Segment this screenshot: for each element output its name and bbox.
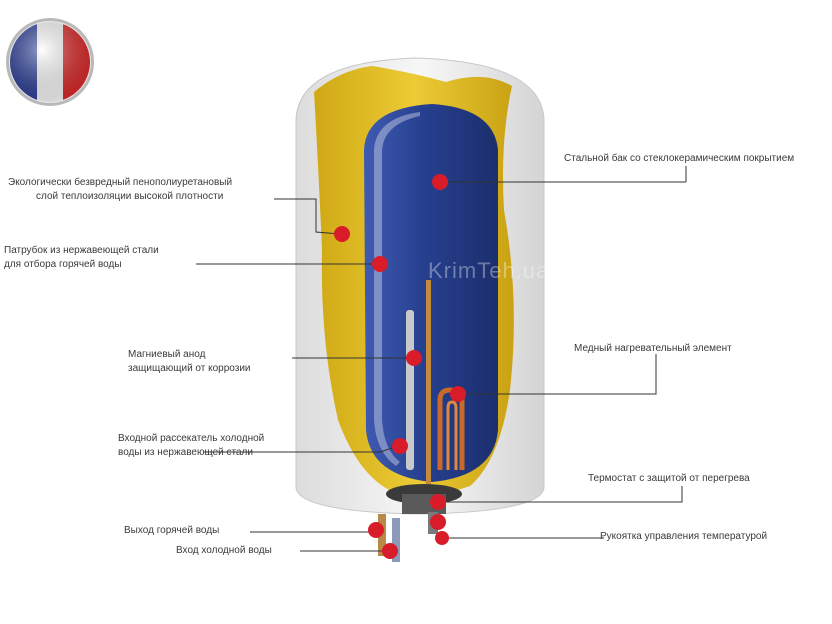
label-knob-line1: Рукоятка управления температурой xyxy=(600,531,768,542)
watermark: KrimTeh.ua xyxy=(428,258,550,283)
marker-knob-2 xyxy=(435,531,449,545)
label-heater: Медный нагревательный элемент xyxy=(574,342,732,356)
label-anode: Магниевый анод защищающий от коррозии xyxy=(128,348,251,376)
marker-heater xyxy=(450,386,466,402)
label-hot-pipe-line1: Патрубок из нержавеющей стали xyxy=(4,245,159,256)
label-foam-line2: слой теплоизоляции высокой плотности xyxy=(36,191,224,202)
label-hot-out: Выход горячей воды xyxy=(124,524,219,538)
label-cold-diffuser-line2: воды из нержавеющей стали xyxy=(118,447,253,458)
label-cold-diffuser-line1: Входной рассекатель холодной xyxy=(118,433,265,444)
hot-water-pipe xyxy=(426,280,431,490)
label-heater-line1: Медный нагревательный элемент xyxy=(574,343,732,354)
heater-body xyxy=(295,57,545,562)
label-thermostat: Термостат с защитой от перегрева xyxy=(588,472,750,486)
label-anode-line1: Магниевый анод xyxy=(128,349,206,360)
label-hot-pipe-line2: для отбора горячей воды xyxy=(4,259,122,270)
label-knob: Рукоятка управления температурой xyxy=(600,530,767,544)
marker-knob xyxy=(430,514,446,530)
label-cold-in-line1: Вход холодной воды xyxy=(176,545,272,556)
magnesium-anode xyxy=(406,310,414,470)
marker-anode xyxy=(406,350,422,366)
marker-foam xyxy=(334,226,350,242)
label-cold-diffuser: Входной рассекатель холодной воды из нер… xyxy=(118,432,264,460)
france-flag-icon xyxy=(6,18,94,106)
label-foam: Экологически безвредный пенополиуретанов… xyxy=(8,176,232,204)
cold-inlet-pipe xyxy=(392,518,400,562)
marker-diffuser xyxy=(392,438,408,454)
marker-tank xyxy=(432,174,448,190)
label-anode-line2: защищающий от коррозии xyxy=(128,363,251,374)
label-tank: Стальной бак со стеклокерамическим покры… xyxy=(564,152,794,166)
label-tank-line1: Стальной бак со стеклокерамическим покры… xyxy=(564,153,795,164)
marker-cold-in xyxy=(382,543,398,559)
label-hot-pipe: Патрубок из нержавеющей стали для отбора… xyxy=(4,244,159,272)
markers xyxy=(334,174,466,559)
label-foam-line1: Экологически безвредный пенополиуретанов… xyxy=(8,177,233,188)
label-cold-in: Вход холодной воды xyxy=(176,544,272,558)
label-hot-out-line1: Выход горячей воды xyxy=(124,525,220,536)
marker-thermostat xyxy=(430,494,446,510)
marker-hot-out xyxy=(368,522,384,538)
callouts xyxy=(196,166,687,552)
marker-hot-pipe xyxy=(372,256,388,272)
label-thermostat-line1: Термостат с защитой от перегрева xyxy=(588,473,750,484)
